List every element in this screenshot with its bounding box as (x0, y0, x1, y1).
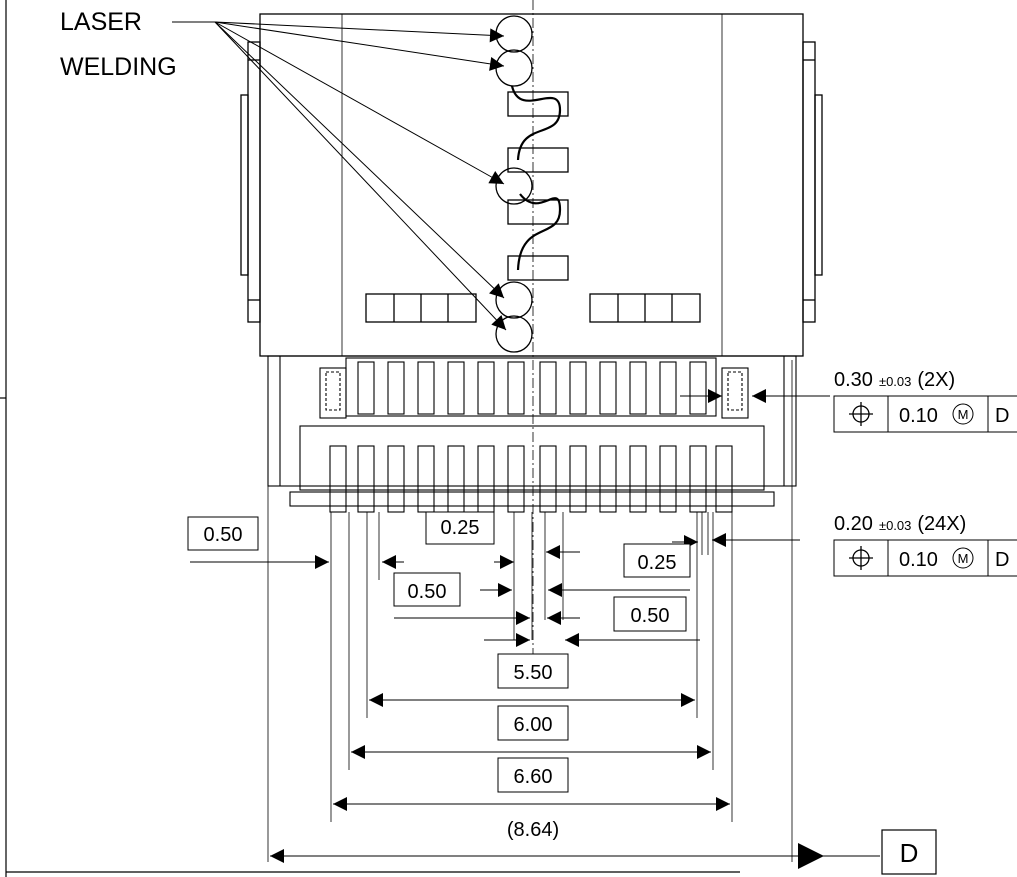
dim-050-left: 0.50 (187, 516, 259, 551)
dim-864: (8.64) (507, 819, 559, 841)
dim-025-right: 0.25 (623, 543, 691, 578)
callout-line2: WELDING (60, 53, 177, 81)
svg-text:6.00: 6.00 (514, 714, 553, 736)
dimension-lines (190, 389, 880, 869)
svg-text:0.30±0.03(2X): 0.30±0.03(2X) (834, 369, 955, 391)
contact-array (267, 355, 797, 513)
extension-lines (267, 360, 793, 862)
top-pin-row (357, 361, 707, 415)
tolerance-callout-bottom: 0.20±0.03(24X) 0.10 M D (833, 513, 1017, 577)
dim-550: 5.50 (497, 653, 569, 689)
svg-text:0.25: 0.25 (441, 517, 480, 539)
svg-text:0.50: 0.50 (631, 605, 670, 627)
position-tolerance-icon (849, 402, 873, 426)
position-tolerance-icon (849, 546, 873, 570)
mmc-modifier-icon: M (952, 403, 974, 425)
datum-d-box: D (881, 829, 937, 875)
svg-text:0.20±0.03(24X): 0.20±0.03(24X) (834, 513, 966, 535)
dim-050-mid: 0.50 (393, 572, 461, 607)
svg-text:0.10: 0.10 (899, 549, 938, 571)
tolerance-callout-top: 0.30±0.03(2X) 0.10 M D (833, 369, 1017, 433)
dim-660: 6.60 (497, 757, 569, 793)
callout-line1: LASER (60, 8, 142, 36)
dim-050-right: 0.50 (613, 596, 687, 632)
svg-text:5.50: 5.50 (514, 662, 553, 684)
bottom-pin-row (329, 445, 733, 513)
svg-text:M: M (958, 407, 969, 422)
svg-text:0.25: 0.25 (638, 552, 677, 574)
connector-housing (240, 0, 823, 660)
svg-text:0.50: 0.50 (408, 581, 447, 603)
svg-text:6.60: 6.60 (514, 766, 553, 788)
svg-text:(8.64): (8.64) (507, 819, 559, 841)
frame-lines (0, 0, 740, 877)
mmc-modifier-icon: M (952, 547, 974, 569)
dim-600: 6.00 (497, 705, 569, 741)
svg-text:D: D (995, 405, 1009, 427)
svg-text:M: M (958, 551, 969, 566)
laser-welding-callout: LASER WELDING (60, 8, 507, 331)
svg-text:D: D (995, 549, 1009, 571)
dim-025-top: 0.25 (425, 511, 495, 545)
svg-text:0.10: 0.10 (899, 405, 938, 427)
svg-text:0.50: 0.50 (204, 524, 243, 546)
svg-text:D: D (900, 838, 919, 868)
